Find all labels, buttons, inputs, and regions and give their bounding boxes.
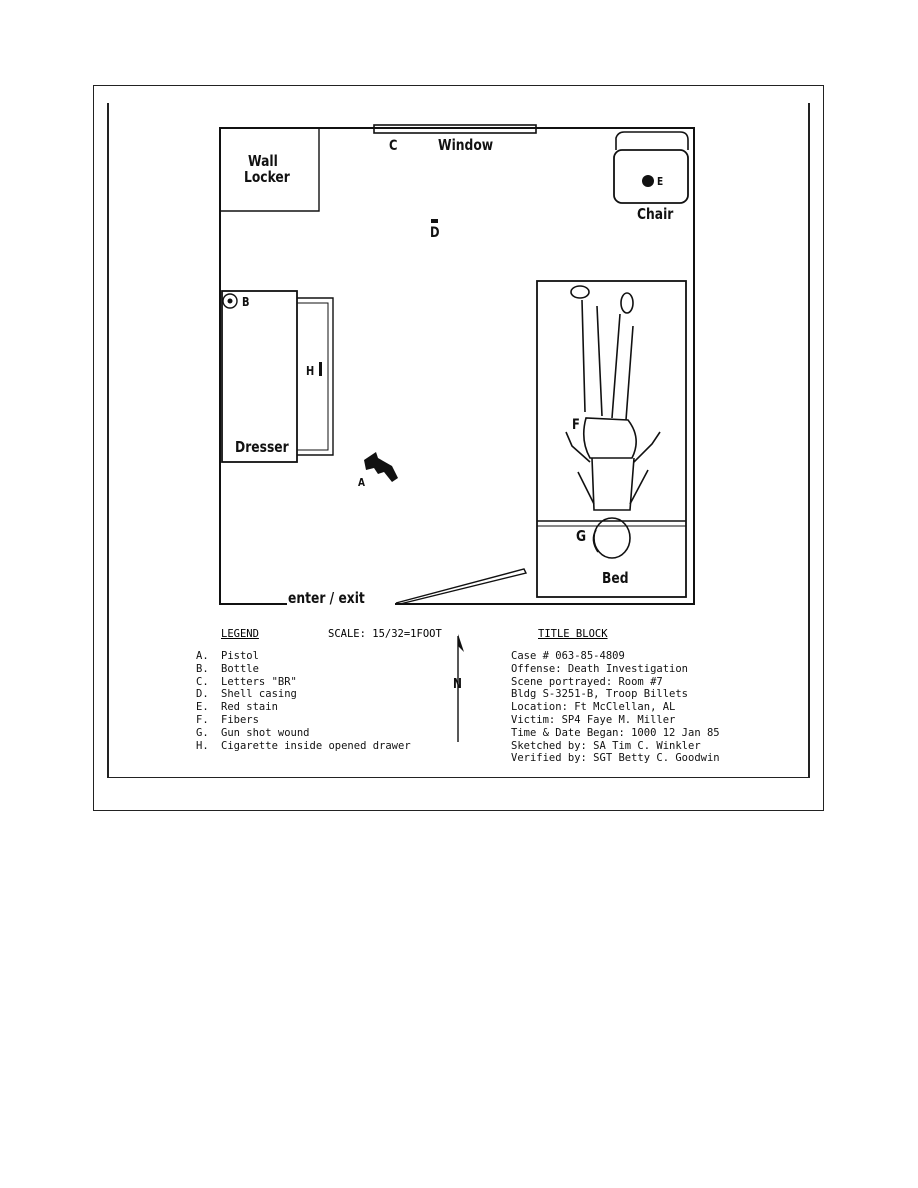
marker-e: E <box>657 175 664 188</box>
chair-label: Chair <box>637 205 674 223</box>
bed-frame <box>536 280 687 598</box>
title-line: Case # 063-85-4809 <box>511 650 625 662</box>
bottle-mark-ring <box>222 293 238 309</box>
legend-key: F. <box>196 713 209 726</box>
marker-a: A <box>358 476 365 489</box>
legend-list: A. Pistol B. Bottle C. Letters "BR" D. Shell… <box>196 650 411 752</box>
legend-key: E. <box>196 701 209 714</box>
marker-h: H <box>306 364 315 378</box>
legend-item: H. Cigarette inside opened drawer <box>196 740 411 753</box>
legend-heading: LEGEND <box>221 628 259 640</box>
title-line: Scene portrayed: Room #7 <box>511 675 663 688</box>
dresser-drawer <box>297 297 334 456</box>
room-wall <box>219 127 695 605</box>
dresser-drawer-inner <box>297 302 329 451</box>
legend-key: H. <box>196 739 209 752</box>
title-line: Verified by: SGT Betty C. Goodwin <box>511 752 720 765</box>
legend-text: Gun shot wound <box>221 726 310 739</box>
marker-b: B <box>242 295 250 309</box>
legend-text: Red stain <box>221 701 278 714</box>
north-arrow-head <box>458 634 464 652</box>
legend-text: Cigarette inside opened drawer <box>221 739 411 752</box>
outer-frame <box>93 85 824 811</box>
door-label: enter / exit <box>288 589 365 607</box>
marker-c: C <box>389 138 398 154</box>
red-stain-mark <box>642 175 654 187</box>
marker-f: F <box>572 417 580 433</box>
title-block-heading: TITLE BLOCK <box>538 628 608 640</box>
legend-item: D. Shell casing <box>196 688 411 701</box>
legend-text: Pistol <box>221 650 259 662</box>
title-line: Offense: Death Investigation <box>511 662 689 675</box>
title-line: Location: Ft McClellan, AL <box>511 701 676 714</box>
legend-item: B. Bottle <box>196 663 411 676</box>
legend-text: Bottle <box>221 662 259 675</box>
scale-label: SCALE: 15/32=1FOOT <box>328 628 442 640</box>
legend-key: C. <box>196 675 209 688</box>
legend-key: G. <box>196 726 209 739</box>
wall-locker-label-1: Wall <box>248 152 278 170</box>
marker-g: G <box>576 527 587 545</box>
title-line: Sketched by: SA Tim C. Winkler <box>511 739 701 752</box>
legend-text: Fibers <box>221 713 259 726</box>
title-line: Bldg S-3251-B, Troop Billets <box>511 688 689 701</box>
chair-seat <box>613 149 689 204</box>
chair-back <box>615 131 689 150</box>
window-frame <box>373 124 537 134</box>
legend-key: A. <box>196 650 209 662</box>
legend-item: E. Red stain <box>196 701 411 714</box>
pistol-icon <box>364 452 398 482</box>
window-label: Window <box>438 136 494 154</box>
dresser-label: Dresser <box>235 438 289 456</box>
title-line: Victim: SP4 Faye M. Miller <box>511 713 676 726</box>
title-line: Time & Date Began: 1000 12 Jan 85 <box>511 726 720 739</box>
marker-d: D <box>430 225 440 241</box>
legend-key: D. <box>196 688 209 701</box>
door-leaf <box>395 568 528 605</box>
north-label: N <box>453 677 462 692</box>
shell-casing-mark <box>431 219 438 223</box>
bottle-mark-dot <box>227 298 233 304</box>
legend-item: G. Gun shot wound <box>196 727 411 740</box>
legend-text: Shell casing <box>221 688 297 701</box>
legend-item: A. Pistol <box>196 650 411 663</box>
dresser-body <box>221 290 298 463</box>
legend-text: Letters "BR" <box>221 675 297 688</box>
inner-frame <box>107 103 810 778</box>
legend-item: F. Fibers <box>196 714 411 727</box>
victim-figure <box>565 285 661 559</box>
legend-item: C. Letters "BR" <box>196 676 411 689</box>
cigarette-mark <box>319 362 322 376</box>
legend-key: B. <box>196 662 209 675</box>
bed-label: Bed <box>602 569 629 587</box>
title-block: Case # 063-85-4809 Offense: Death Invest… <box>511 650 720 765</box>
wall-locker <box>220 128 320 212</box>
wall-locker-label-2: Locker <box>244 168 290 186</box>
